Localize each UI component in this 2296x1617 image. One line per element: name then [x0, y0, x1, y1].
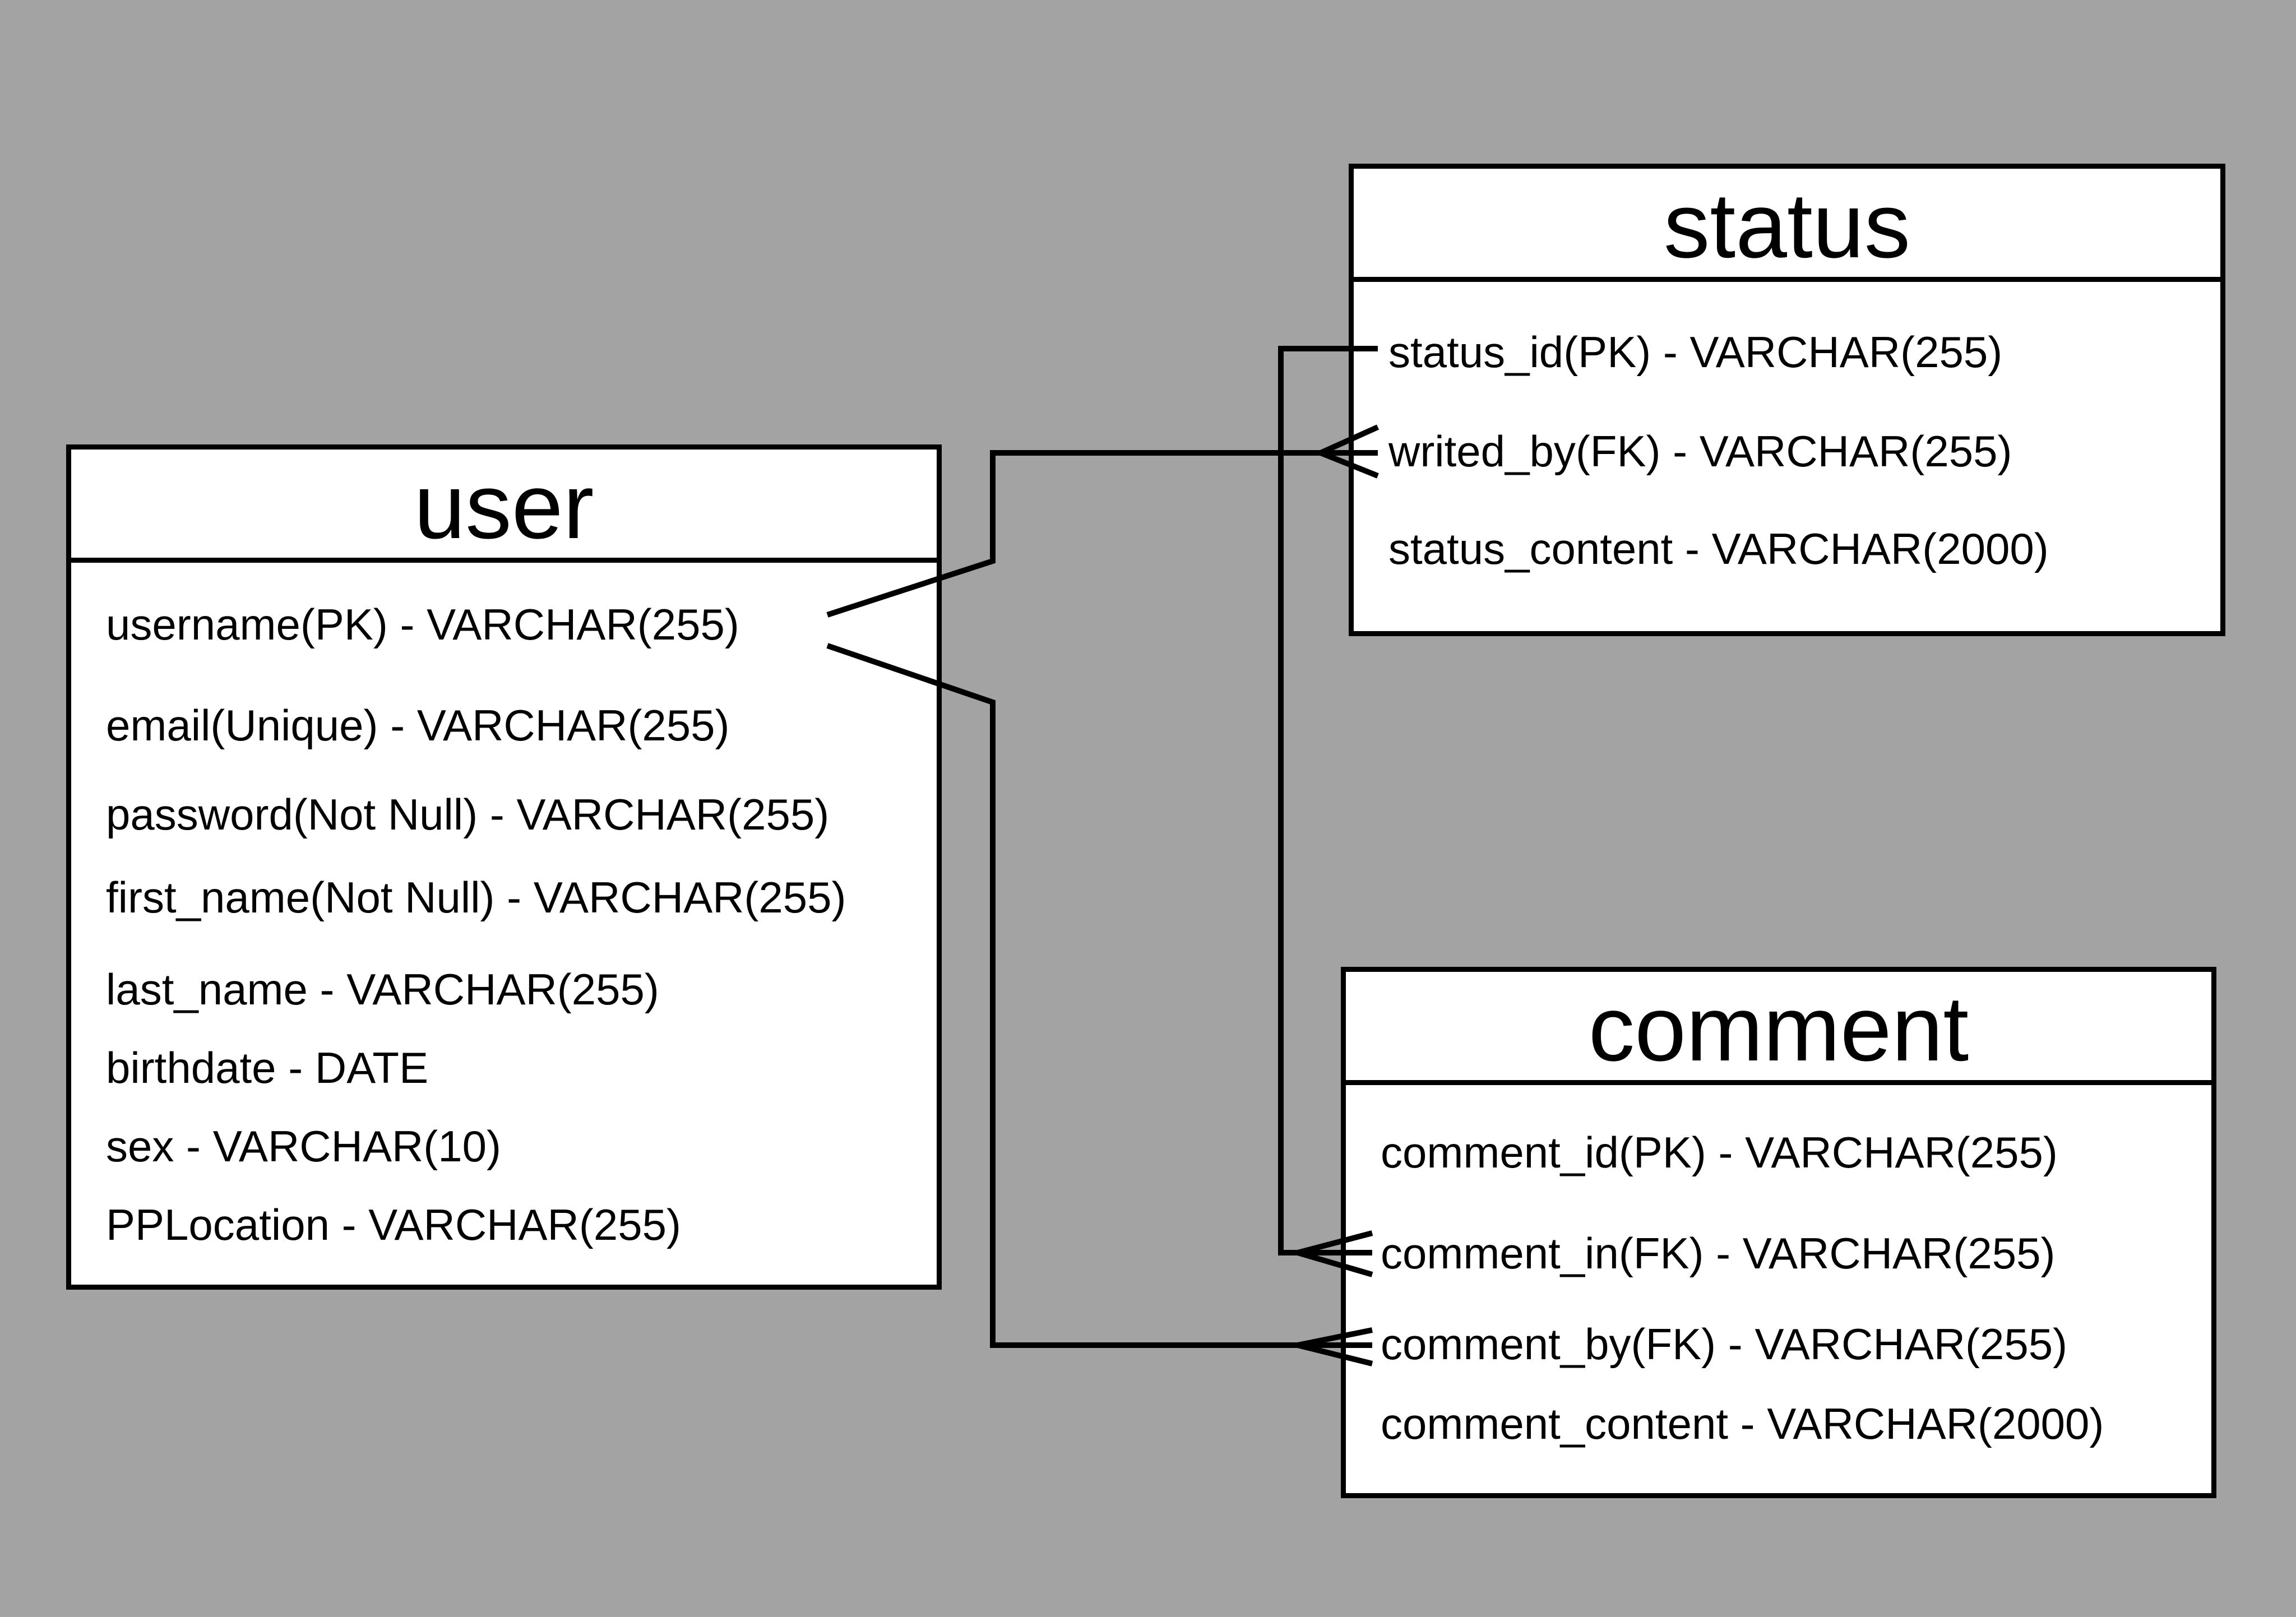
comment-table[interactable]: comment comment_id(PK) - VARCHAR(255) co…	[1341, 967, 2216, 1498]
comment-field-comment-id: comment_id(PK) - VARCHAR(255)	[1381, 1128, 2058, 1177]
user-field-sex: sex - VARCHAR(10)	[106, 1122, 502, 1171]
user-field-password: password(Not Null) - VARCHAR(255)	[106, 790, 830, 839]
user-field-pplocation: PPLocation - VARCHAR(255)	[106, 1200, 681, 1249]
user-field-username: username(PK) - VARCHAR(255)	[106, 600, 739, 649]
status-field-writed-by: writed_by(FK) - VARCHAR(255)	[1388, 427, 2012, 476]
status-field-status-content: status_content - VARCHAR(2000)	[1388, 524, 2049, 573]
user-field-last-name: last_name - VARCHAR(255)	[106, 965, 659, 1014]
user-field-email: email(Unique) - VARCHAR(255)	[106, 701, 730, 750]
user-table[interactable]: user username(PK) - VARCHAR(255) email(U…	[66, 444, 942, 1290]
comment-field-comment-content: comment_content - VARCHAR(2000)	[1381, 1399, 2104, 1448]
comment-field-comment-in: comment_in(FK) - VARCHAR(255)	[1381, 1229, 2056, 1278]
user-table-title: user	[71, 450, 937, 563]
user-field-birthdate: birthdate - DATE	[106, 1043, 429, 1092]
comment-field-comment-by: comment_by(FK) - VARCHAR(255)	[1381, 1319, 2068, 1369]
comment-table-title: comment	[1346, 972, 2211, 1085]
status-table[interactable]: status status_id(PK) - VARCHAR(255) writ…	[1349, 164, 2225, 636]
status-field-status-id: status_id(PK) - VARCHAR(255)	[1388, 327, 2003, 377]
user-field-first-name: first_name(Not Null) - VARCHAR(255)	[106, 873, 846, 922]
status-table-title: status	[1354, 169, 2220, 282]
